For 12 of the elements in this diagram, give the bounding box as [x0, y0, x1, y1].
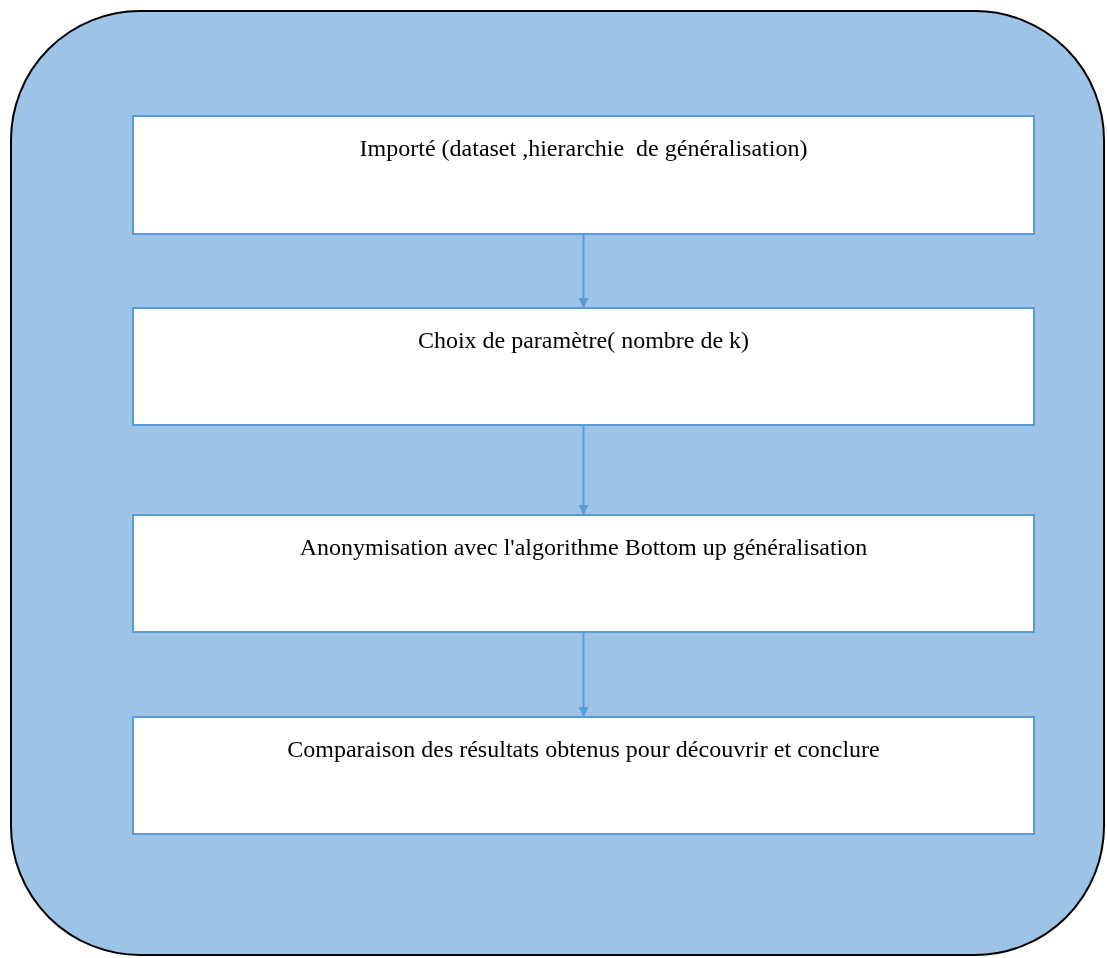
step-text: Choix de paramètre( nombre de k) [417, 327, 750, 353]
rounded-panel [10, 10, 1105, 956]
arrow [578, 425, 589, 515]
step-text: Importé (dataset ,hierarchie de généralisation) [359, 135, 808, 161]
process-box [132, 716, 1035, 835]
arrow [578, 234, 589, 308]
process-box [132, 115, 1035, 235]
process-box [132, 514, 1035, 633]
step-text: Anonymisation avec l'algorithme Bottom up généralisation [299, 534, 868, 560]
process-box [132, 307, 1035, 426]
step-text: Comparaison des résultats obtenus pour découvrir et conclure [287, 736, 880, 762]
arrow [578, 632, 589, 717]
